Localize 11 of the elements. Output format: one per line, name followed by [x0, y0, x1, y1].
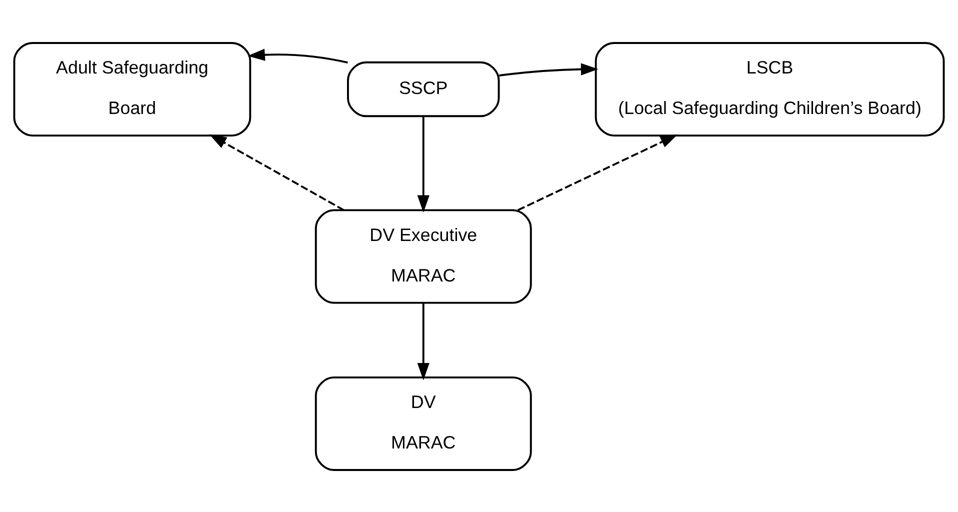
arrow	[499, 62, 598, 76]
node-box: Adult Safeguarding Board	[13, 42, 252, 136]
arrow	[417, 116, 430, 212]
arrow	[209, 134, 344, 211]
arrow	[417, 302, 430, 380]
arrow	[248, 48, 348, 64]
arrow	[518, 134, 678, 211]
node-box: LSCB (Local Safeguarding Children’s Board)	[594, 42, 945, 136]
node-box: DV Executive MARAC	[314, 208, 532, 304]
node-box: DV MARAC	[314, 376, 532, 470]
node-box: SSCP	[347, 60, 500, 117]
